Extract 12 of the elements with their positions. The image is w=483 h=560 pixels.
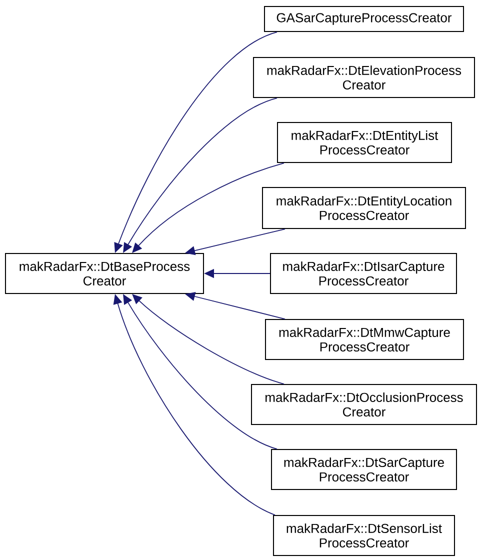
class-box: makRadarFx::DtMmwCapture ProcessCreator bbox=[265, 319, 464, 360]
class-box: makRadarFx::DtEntityList ProcessCreator bbox=[277, 122, 452, 163]
class-box: makRadarFx::DtEntityLocation ProcessCreator bbox=[262, 187, 466, 229]
class-box: makRadarFx::DtOcclusionProcess Creator bbox=[251, 384, 477, 425]
class-box: makRadarFx::DtBaseProcess Creator bbox=[5, 253, 204, 294]
class-box: makRadarFx::DtSensorList ProcessCreator bbox=[273, 515, 455, 556]
inheritance-arrow bbox=[132, 294, 284, 384]
class-box: makRadarFx::DtElevationProcess Creator bbox=[253, 57, 475, 98]
class-box: makRadarFx::DtSarCapture ProcessCreator bbox=[271, 449, 457, 490]
class-box: makRadarFx::DtIsarCapture ProcessCreator bbox=[270, 253, 457, 294]
inheritance-arrow bbox=[132, 162, 284, 253]
class-box: GASarCaptureProcessCreator bbox=[264, 6, 464, 32]
